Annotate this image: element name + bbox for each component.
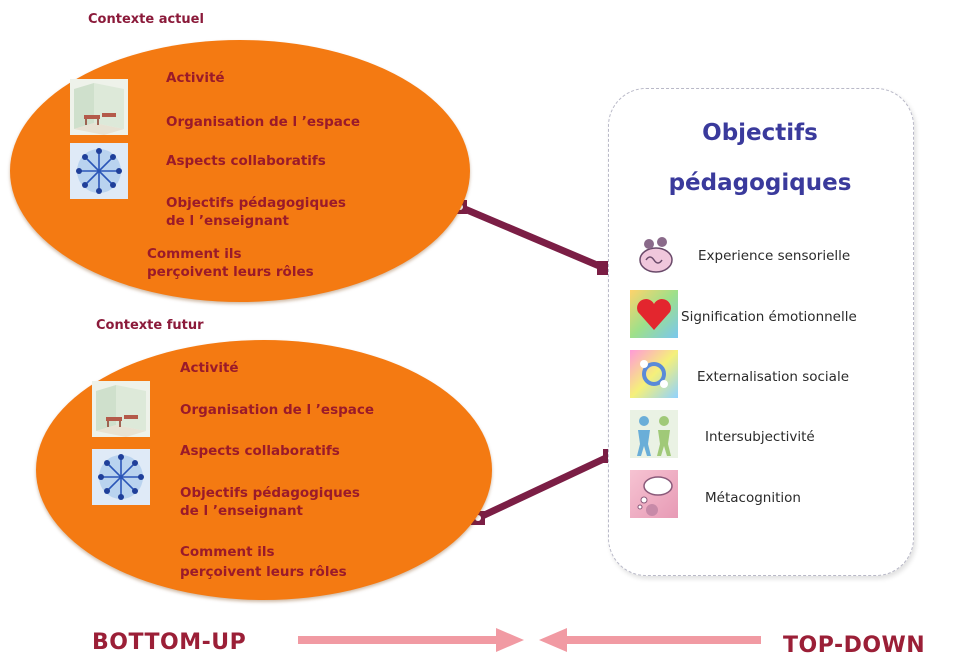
classroom-space-icon [70, 79, 128, 135]
social-icon [630, 350, 678, 398]
objective-label-5: Métacognition [705, 490, 801, 506]
future-item-roles-2: perçoivent leurs rôles [180, 564, 347, 580]
collaboration-network-icon [70, 143, 128, 199]
collaboration-network-icon [92, 449, 150, 505]
future-context-label: Contexte futur [96, 318, 204, 333]
sensory-icon [632, 230, 680, 278]
objectives-title-line1: Objectifs [702, 120, 818, 146]
current-item-objectifs-1: Objectifs pédagogiques [166, 195, 346, 211]
connector-future [471, 449, 617, 525]
current-item-collab: Aspects collaboratifs [166, 153, 326, 169]
top-down-label: TOP-DOWN [783, 633, 926, 658]
future-item-activite: Activité [180, 360, 239, 376]
current-context-label: Contexte actuel [88, 12, 204, 27]
objective-label-2: Signification émotionnelle [681, 309, 857, 325]
people-icon [630, 410, 678, 458]
thought-icon [630, 470, 678, 518]
arrow-left-icon [539, 628, 761, 652]
heart-icon [630, 290, 678, 338]
flow-arrows [298, 628, 761, 652]
current-item-roles-1: Comment ils [147, 246, 242, 262]
current-item-espace: Organisation de l ’espace [166, 114, 361, 130]
objectives-title-line2: pédagogiques [668, 170, 852, 196]
objective-label-4: Intersubjectivité [705, 429, 815, 445]
future-item-objectifs-2: de l ’enseignant [180, 503, 304, 519]
future-item-roles-1: Comment ils [180, 544, 275, 560]
objective-label-1: Experience sensorielle [698, 248, 851, 264]
current-item-activite: Activité [166, 70, 225, 86]
future-item-objectifs-1: Objectifs pédagogiques [180, 485, 360, 501]
future-item-espace: Organisation de l ’espace [180, 402, 375, 418]
bottom-up-label: BOTTOM-UP [92, 630, 247, 655]
current-item-roles-2: perçoivent leurs rôles [147, 264, 314, 280]
classroom-space-icon [92, 381, 150, 437]
objective-label-3: Externalisation sociale [697, 369, 850, 385]
current-item-objectifs-2: de l ’enseignant [166, 213, 290, 229]
connector-current [453, 200, 611, 275]
arrow-right-icon [298, 628, 524, 652]
future-item-collab: Aspects collaboratifs [180, 443, 340, 459]
